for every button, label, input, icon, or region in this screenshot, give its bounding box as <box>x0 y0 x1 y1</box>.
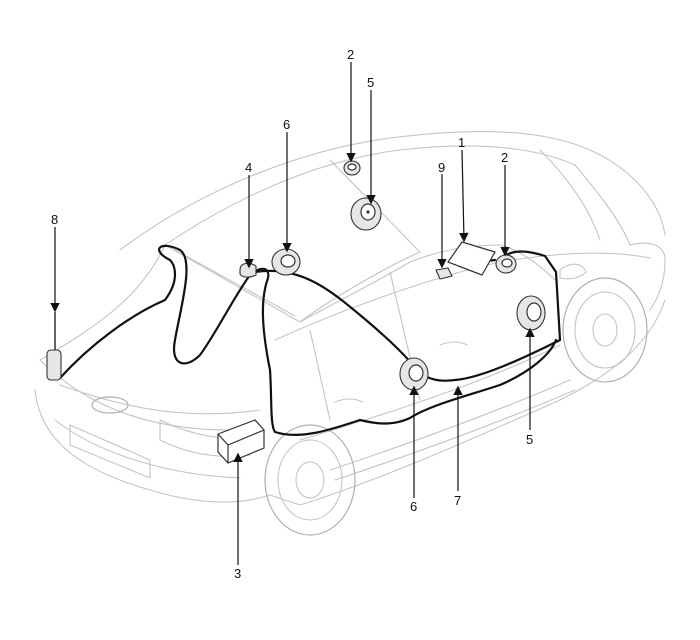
callout-2-top: 2 <box>347 47 354 62</box>
callout-3: 3 <box>234 566 241 581</box>
callout-4: 4 <box>245 160 252 175</box>
callout-leaders <box>50 62 535 565</box>
speaker-front-door <box>516 295 546 331</box>
audio-unit <box>447 241 496 276</box>
switch-9 <box>435 267 453 280</box>
speaker-rear-door <box>399 357 429 391</box>
module-4 <box>239 262 257 278</box>
wiring-harness-body <box>358 338 558 425</box>
callout-8: 8 <box>51 212 58 227</box>
antenna <box>46 312 62 381</box>
wiring-harness-rear <box>58 244 362 436</box>
tweeter-front <box>495 254 517 274</box>
speaker-top <box>350 197 382 231</box>
callout-6-door: 6 <box>410 499 417 514</box>
car-body <box>34 131 666 536</box>
speaker-rear-shelf <box>271 248 301 276</box>
amplifier <box>217 419 265 464</box>
callout-1: 1 <box>458 135 465 150</box>
wiring-harness-main <box>253 250 562 382</box>
callout-2-front: 2 <box>501 150 508 165</box>
tweeter-top <box>343 160 361 176</box>
callout-5-door: 5 <box>526 432 533 447</box>
callout-7: 7 <box>454 493 461 508</box>
callout-5-top: 5 <box>367 75 374 90</box>
callout-9: 9 <box>438 160 445 175</box>
callout-6-shelf: 6 <box>283 117 290 132</box>
